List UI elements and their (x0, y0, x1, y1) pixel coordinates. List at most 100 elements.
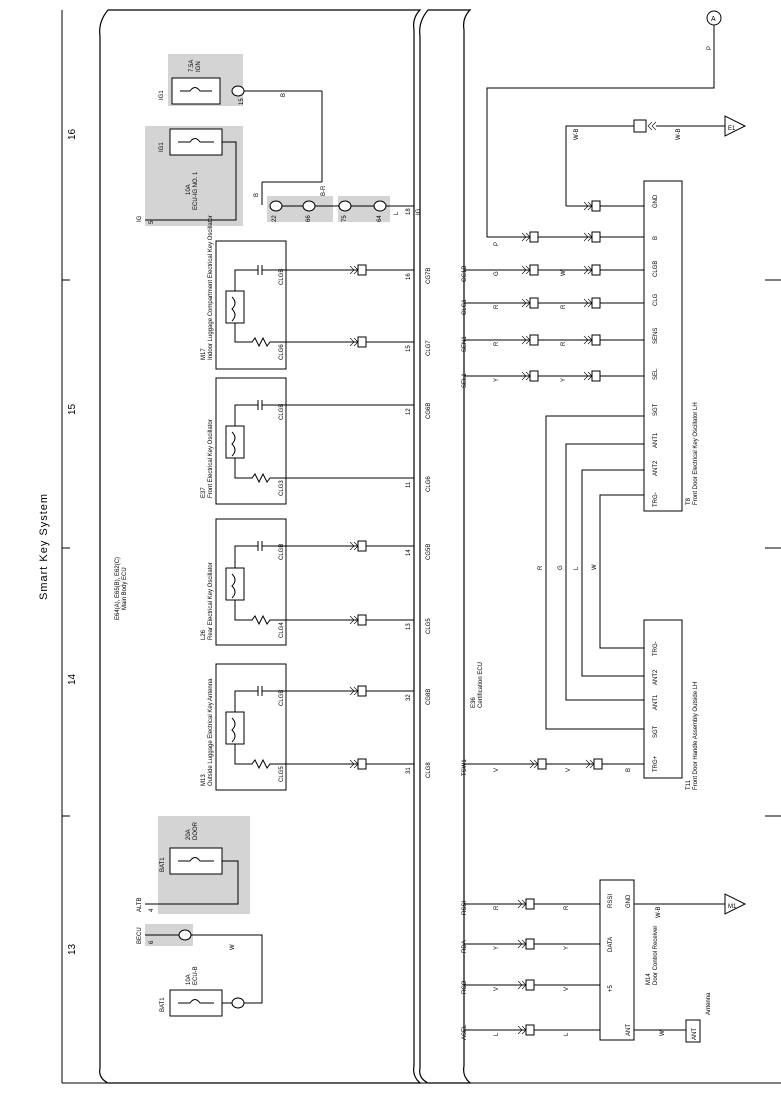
connector-num: 22 (272, 215, 278, 222)
fuse-ecu-ig-rating: 10A (186, 184, 192, 195)
wire-color-label: R (494, 304, 500, 309)
main-body-ecu-outline (99, 9, 422, 1084)
m13-pin: CLG5 (279, 766, 285, 782)
connector (269, 200, 283, 212)
wire-color-label: G (558, 565, 564, 570)
t8-code: T8 (686, 497, 692, 505)
m13-capacitor (234, 686, 286, 712)
m17-code: M17 (201, 348, 207, 360)
m13-code: M13 (201, 774, 207, 786)
ecu-pin-number: 32 (406, 694, 412, 701)
antenna-box (685, 1019, 701, 1043)
fuse-door-icon (178, 857, 214, 862)
reference-a-label: A (711, 16, 716, 23)
connector (338, 200, 352, 212)
e37-coil (225, 425, 245, 459)
fuse-ign-source: IG1 (159, 90, 165, 100)
ecu-pin-label: CLG8 (426, 762, 432, 778)
ecu-pin-becu: BECU (137, 927, 143, 944)
ecu-pin-label: IG (416, 208, 422, 215)
fuse-ign-rating: 7.5A (189, 60, 195, 72)
m14-pin: GND (626, 894, 632, 908)
wire-p-top (486, 25, 715, 238)
wire-color-label: W (660, 1030, 666, 1036)
cert-pin-label: RCO (462, 980, 468, 994)
m17-name: Indoor Luggage Compartment Electrical Ke… (208, 215, 214, 360)
cert-pin-label: TSW1 (462, 759, 468, 776)
ecu-pin-num: 5 (149, 220, 155, 224)
connector-2e1 (633, 119, 647, 133)
e37-code: E37 (201, 487, 207, 498)
wire-color-label: R (538, 565, 544, 570)
ecu-pin-label: CG5B (426, 544, 432, 560)
t11-pin: ANT1 (653, 694, 659, 710)
wire-color-label: B-R (321, 185, 327, 196)
e37-name: Front Electrical Key Oscillator (208, 419, 214, 498)
connector-ign-num: 15 (239, 98, 245, 105)
wire-color-label: W-B (656, 906, 662, 918)
m14-pin: RSSI (608, 894, 614, 908)
wire-color-label: P (494, 242, 500, 246)
l26-code: L26 (201, 629, 207, 640)
t8-wires (464, 205, 644, 377)
ecu-pin-label: CG6B (426, 403, 432, 419)
m14-wires (464, 903, 725, 1031)
t8-pin: ANT1 (653, 432, 659, 448)
wire-color-label: R (564, 905, 570, 910)
cert-pin-label: CG1B (462, 266, 468, 282)
antenna-name: Antenna (706, 992, 712, 1015)
ground-m1-label: M1 (728, 904, 737, 910)
main-ecu-code: E64(A), E65(B), E62(C) (115, 557, 121, 620)
ecu-pin-ig: IG (137, 215, 143, 222)
wire-color-label: Y (494, 946, 500, 950)
wire-color-label: W (230, 944, 236, 950)
m17-pin: CLGB (279, 269, 285, 285)
cert-pin-label: RDA (462, 940, 468, 953)
t8-pin: SENS (653, 328, 659, 344)
m14-pin: DATA (608, 937, 614, 952)
connector (593, 758, 603, 770)
t11-pin: TRG- (653, 641, 659, 656)
m13-pin: CLGB (279, 690, 285, 706)
m14-pin: ANT (626, 1024, 632, 1036)
t11-pin: ANT2 (653, 669, 659, 685)
m14-box (599, 879, 635, 1041)
ecu-pin-number: 18 (406, 208, 412, 215)
fuse-ecu-b-source: BAT1 (160, 997, 166, 1012)
wire-color-label: P (707, 46, 713, 50)
cert-pin-label: RSSI (462, 901, 468, 915)
ecu-pin-label: CG8B (426, 689, 432, 705)
m14-connectors (517, 898, 535, 1036)
ecu-pin-number: 16 (406, 273, 412, 280)
m14-code: M14 (646, 973, 652, 985)
t8-pin: CLGB (653, 261, 659, 277)
connector-ecu-b (231, 997, 245, 1009)
e37-coil-icon (231, 431, 236, 457)
wire-color-label: Y (564, 946, 570, 950)
fuse-ecu-b-name: ECU-B (193, 966, 199, 985)
m13-resistor (234, 744, 286, 770)
e37-capacitor (234, 400, 286, 426)
ecu-pin-number: 12 (406, 408, 412, 415)
cert-pin-label: ASEL (462, 1024, 468, 1040)
wire-door (145, 860, 239, 905)
t8-pin: CLG (653, 293, 659, 306)
ground-e1-icon (724, 115, 747, 137)
fuse-ecu-ig-source: IG1 (159, 142, 165, 152)
fuse-ecu-b-rating: 10A (186, 974, 192, 985)
wire-color-label: W (592, 564, 598, 570)
l26-resistor (234, 600, 286, 626)
m17-resistor (234, 323, 286, 348)
antenna-pin: ANT (692, 1028, 698, 1040)
ecu-pin-number: 31 (406, 767, 412, 774)
l26-pin: CLG4 (279, 622, 285, 638)
fuse-door-source: BAT1 (160, 857, 166, 872)
ecu-pin-num: 4 (149, 908, 155, 912)
wire-color-label: G (494, 271, 500, 276)
ecu-pin-num: 6 (149, 940, 155, 944)
ecu-pin-number: 15 (406, 345, 412, 352)
m17-coil-icon (231, 296, 236, 322)
wire-ecu-b (191, 934, 263, 1004)
connector-ign (231, 85, 245, 97)
e36-name: Certification ECU (478, 662, 484, 708)
